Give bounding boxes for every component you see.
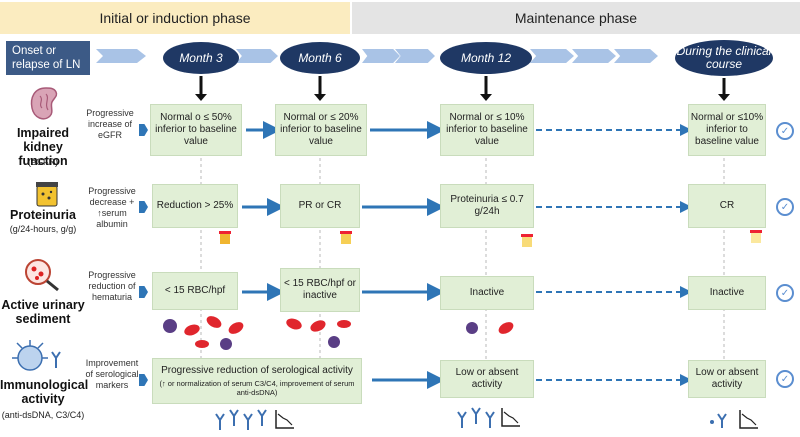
cell-kidney-month3: Normal o ≤ 50% inferior to baseline valu… (150, 104, 242, 156)
white-blood-cell-icon (163, 319, 177, 333)
kidney-icon (30, 87, 58, 120)
cell-main-text: Progressive reduction of serological act… (161, 365, 353, 376)
urine-cup-icon (219, 231, 231, 244)
antibody-icon (12, 340, 61, 371)
urine-cup-icon (750, 230, 762, 243)
cell-proteinuria-month3: Reduction > 25% (152, 184, 238, 228)
cell-sediment-month6: < 15 RBC/hpf or inactive (280, 268, 360, 312)
cell-sediment-month3: < 15 RBC/hpf (152, 272, 238, 310)
timeline-chevron (96, 49, 146, 63)
decline-chart-icon (739, 410, 758, 429)
cell-sediment-course: Inactive (688, 276, 766, 310)
onset-label: Onset or relapse of LN (12, 45, 81, 71)
cell-immunological-initial: Progressive reduction of serological act… (152, 358, 362, 404)
timeline-chevron (614, 49, 658, 63)
onset-box: Onset or relapse of LN (6, 41, 90, 75)
antibody-icon (457, 407, 495, 428)
cell-note: (↑ or normalization of serum C3/C4, impr… (159, 379, 355, 397)
clinical-course-oval: During the clinical course (675, 40, 773, 76)
month-3-oval: Month 3 (163, 42, 239, 74)
red-blood-cell-icon (286, 318, 302, 330)
initial-phase-header: Initial or induction phase (0, 2, 350, 34)
row-sublabel-immunological: (anti-dsDNA, C3/C4) (1, 410, 85, 420)
white-blood-cell-icon (220, 338, 232, 350)
down-arrows (195, 76, 730, 101)
month-label: Month 6 (298, 50, 342, 65)
month-label: Month 3 (179, 50, 223, 65)
month-label: Month 12 (460, 50, 512, 65)
red-blood-cell-icon (310, 320, 326, 332)
row-pointer (139, 286, 148, 298)
cell-kidney-month12: Normal or ≤ 10% inferior to baseline val… (440, 104, 534, 156)
row-description-sediment: Progressive reduction of hematuria (88, 270, 136, 302)
row-description-immunological: Improvement of serological markers (85, 358, 139, 390)
row-label-kidney: Impaired kidney function (16, 126, 70, 168)
cell-immunological-course: Low or absent activity (688, 360, 766, 398)
timeline-chevron (395, 49, 435, 63)
antibody-icon (215, 409, 267, 430)
row-sublabel-proteinuria: (g/24-hours, g/g) (9, 224, 77, 234)
row-sublabel-kidney: (eGFR) (28, 157, 58, 167)
check-badge-icon: ✓ (776, 198, 794, 216)
row-label-sediment: Active urinary sediment (1, 298, 85, 326)
blood-cells-month12 (466, 322, 514, 334)
maintenance-phase-title: Maintenance phase (514, 10, 638, 26)
timeline-chevron (572, 49, 616, 63)
cell-kidney-course: Normal or ≤10% inferior to baseline valu… (688, 104, 766, 156)
red-blood-cell-icon (337, 320, 351, 328)
month-6-oval: Month 6 (280, 42, 360, 74)
timeline-chevron (362, 49, 400, 63)
cell-proteinuria-month12: Proteinuria ≤ 0.7 g/24h (440, 184, 534, 228)
red-blood-cell-icon (195, 340, 209, 348)
cell-proteinuria-course: CR (688, 184, 766, 228)
cell-proteinuria-month6: PR or CR (280, 184, 360, 228)
white-blood-cell-icon (328, 336, 340, 348)
antibody-icon (710, 413, 727, 428)
red-blood-cell-icon (498, 322, 514, 334)
row-description-kidney: Progressive increase of eGFR (86, 108, 134, 140)
urine-cup-icon (340, 231, 352, 244)
check-badge-icon: ✓ (776, 122, 794, 140)
red-blood-cell-icon (206, 316, 222, 328)
row-label-immunological: Immunological activity (0, 378, 89, 406)
row-pointer (139, 201, 148, 213)
decline-chart-icon (501, 408, 520, 427)
timeline-chevron (530, 49, 574, 63)
urine-cup-icon (36, 182, 58, 207)
magnifier-urine-icon (25, 259, 59, 292)
check-badge-icon: ✓ (776, 370, 794, 388)
red-blood-cell-icon (228, 322, 244, 334)
red-blood-cell-icon (184, 324, 200, 336)
urine-cup-icon (521, 234, 533, 247)
blood-cells-month3 (163, 316, 244, 350)
white-blood-cell-icon (466, 322, 478, 334)
row-pointer (139, 374, 148, 386)
maintenance-phase-header: Maintenance phase (352, 2, 800, 34)
month-label: During the clinical course (676, 44, 772, 71)
decline-chart-icon (275, 410, 294, 429)
month-12-oval: Month 12 (440, 42, 532, 74)
check-badge-icon: ✓ (776, 284, 794, 302)
cell-kidney-month6: Normal or ≤ 20% inferior to baseline val… (275, 104, 367, 156)
initial-phase-title: Initial or induction phase (99, 10, 251, 26)
blood-cells-month6 (286, 318, 351, 348)
row-description-proteinuria: Progressive decrease + ↑serum albumin (88, 186, 136, 229)
timeline-chevron (236, 49, 278, 63)
cell-sediment-month12: Inactive (440, 276, 534, 310)
cell-immunological-month12: Low or absent activity (440, 360, 534, 398)
row-label-proteinuria: Proteinuria (10, 208, 76, 222)
row-pointer (139, 124, 148, 136)
